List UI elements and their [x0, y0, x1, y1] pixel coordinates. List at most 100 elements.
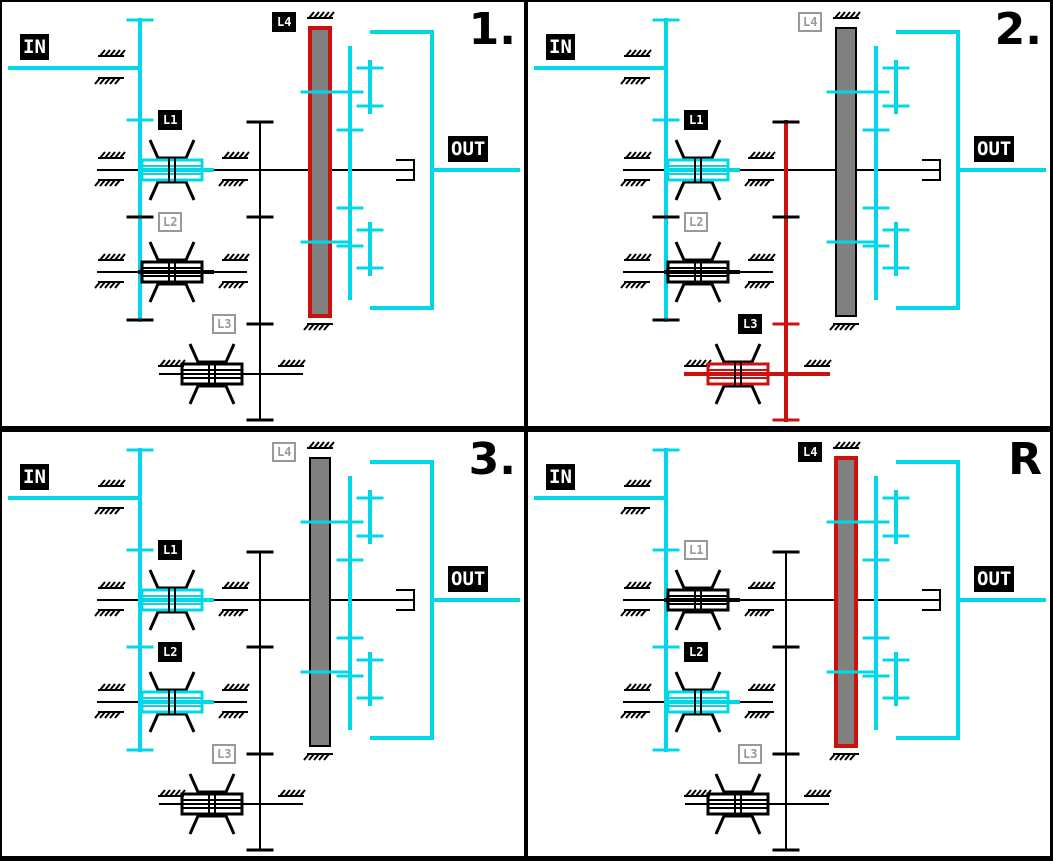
- brake-l3-label: L3: [212, 744, 237, 764]
- bearing-icon: [94, 281, 124, 289]
- bearing-icon: [744, 179, 774, 187]
- brake-l4-drum: [834, 456, 858, 748]
- brake-l4-drum: [308, 26, 332, 318]
- input-bearing-icon: [620, 77, 650, 85]
- input-bearing-icon: [624, 49, 652, 57]
- output-label: OUT: [974, 136, 1015, 162]
- input-bearing-icon: [94, 507, 124, 515]
- clutch-l2-label: L2: [158, 212, 183, 232]
- bearing-icon: [218, 281, 248, 289]
- brake-l3-icon: [706, 343, 770, 405]
- output-label: OUT: [448, 566, 489, 592]
- output-coupler-icon: [922, 159, 941, 181]
- clutch-l1-label: L1: [158, 110, 183, 130]
- clutch-l2-icon: [666, 671, 730, 733]
- brake-l4-drum: [309, 457, 331, 747]
- brake-l4-label: L4: [798, 442, 823, 462]
- bearing-icon: [620, 179, 650, 187]
- bearing-icon: [98, 581, 126, 589]
- bearing-icon: [620, 281, 650, 289]
- bearing-icon: [744, 711, 774, 719]
- input-bearing-icon: [98, 49, 126, 57]
- bearing-icon: [218, 609, 248, 617]
- brake-l3-label: L3: [738, 744, 763, 764]
- clutch-l1-icon: [140, 569, 204, 631]
- bearing-icon: [222, 581, 250, 589]
- input-bearing-icon: [620, 507, 650, 515]
- clutch-l2-icon: [140, 671, 204, 733]
- bearing-icon: [748, 581, 776, 589]
- input-bearing-icon: [94, 77, 124, 85]
- schematic: [534, 441, 1046, 852]
- bearing-icon: [94, 711, 124, 719]
- ground-icon: [303, 753, 333, 761]
- brake-l4-label: L4: [798, 12, 823, 32]
- clutch-l1-label: L1: [684, 540, 709, 560]
- input-bearing-icon: [624, 479, 652, 487]
- bearing-icon: [620, 711, 650, 719]
- bearing-icon: [222, 253, 250, 261]
- brake-l4-label: L4: [272, 12, 297, 32]
- bearing-icon: [748, 253, 776, 261]
- clutch-l2-label: L2: [684, 642, 709, 662]
- bearing-icon: [218, 179, 248, 187]
- ground-icon: [303, 323, 333, 331]
- clutch-l2-icon: [140, 241, 204, 303]
- ground-icon: [804, 359, 832, 367]
- panel-gear-2: 2. IN OUT L1 L2 L3 L4: [528, 2, 1050, 426]
- gear-number: 2.: [994, 4, 1042, 55]
- ground-icon: [804, 789, 832, 797]
- bearing-icon: [744, 281, 774, 289]
- ground-icon: [307, 441, 335, 449]
- clutch-l2-label: L2: [684, 212, 709, 232]
- bearing-icon: [624, 253, 652, 261]
- ground-icon: [829, 323, 859, 331]
- clutch-l1-icon: [140, 139, 204, 201]
- bearing-icon: [98, 151, 126, 159]
- clutch-l1-label: L1: [684, 110, 709, 130]
- bearing-icon: [94, 609, 124, 617]
- clutch-l1-icon: [666, 139, 730, 201]
- ground-icon: [833, 441, 861, 449]
- bearing-icon: [748, 151, 776, 159]
- bearing-icon: [94, 179, 124, 187]
- bearing-icon: [748, 683, 776, 691]
- input-bearing-icon: [98, 479, 126, 487]
- output-coupler-icon: [396, 159, 415, 181]
- output-label: OUT: [448, 136, 489, 162]
- input-label: IN: [20, 34, 49, 60]
- bearing-icon: [218, 711, 248, 719]
- schematic: [8, 11, 520, 422]
- gear-number: 1.: [468, 4, 516, 55]
- ground-icon: [829, 753, 859, 761]
- ground-icon: [278, 789, 306, 797]
- bearing-icon: [624, 151, 652, 159]
- clutch-l2-label: L2: [158, 642, 183, 662]
- panel-gear-reverse: R IN OUT L1 L2 L3 L4: [528, 432, 1050, 856]
- bearing-icon: [744, 609, 774, 617]
- panel-gear-1: 1. IN OUT L1 L2 L3 L4: [2, 2, 524, 426]
- ground-icon: [833, 11, 861, 19]
- clutch-l1-label: L1: [158, 540, 183, 560]
- bearing-icon: [222, 683, 250, 691]
- schematic: [534, 11, 1046, 422]
- brake-l3-icon: [180, 343, 244, 405]
- bearing-icon: [624, 683, 652, 691]
- gear-number: R: [1008, 434, 1042, 485]
- bearing-icon: [98, 253, 126, 261]
- bearing-icon: [620, 609, 650, 617]
- brake-l3-label: L3: [738, 314, 763, 334]
- bearing-icon: [222, 151, 250, 159]
- brake-l3-icon: [706, 773, 770, 835]
- brake-l4-label: L4: [272, 442, 297, 462]
- brake-l4-drum: [835, 27, 857, 317]
- clutch-l2-icon: [666, 241, 730, 303]
- brake-l3-icon: [180, 773, 244, 835]
- ground-icon: [307, 11, 335, 19]
- brake-l3-label: L3: [212, 314, 237, 334]
- bearing-icon: [98, 683, 126, 691]
- input-label: IN: [546, 34, 575, 60]
- output-label: OUT: [974, 566, 1015, 592]
- bearing-icon: [624, 581, 652, 589]
